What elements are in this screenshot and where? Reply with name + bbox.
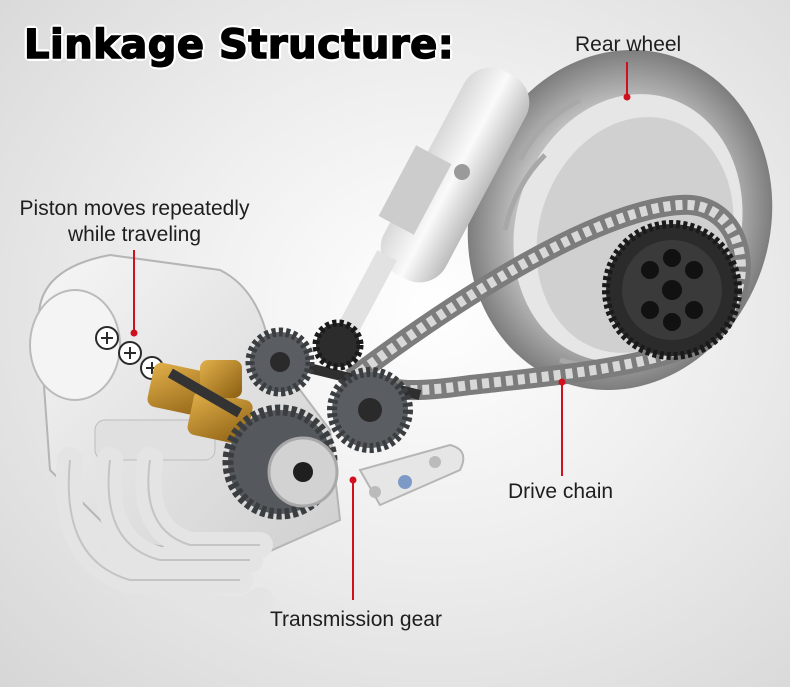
leader-lines [130, 62, 631, 600]
label-piston-line1: Piston moves repeatedly [19, 197, 250, 220]
frame-beam [358, 443, 465, 507]
rear-sprocket [602, 220, 742, 360]
transmission-gears [222, 319, 413, 520]
leader-dot-piston [130, 329, 138, 337]
label-piston: Piston moves repeatedly while traveling [12, 196, 257, 248]
page-title: Linkage Structure: [23, 21, 455, 69]
label-piston-line2: while traveling [67, 223, 202, 246]
label-drive-chain: Drive chain [508, 480, 614, 503]
label-rear-wheel: Rear wheel [575, 33, 682, 56]
leader-dot-rear-wheel [623, 93, 631, 101]
label-transmission-gear: Transmission gear [270, 608, 442, 631]
leader-dot-transmission-gear [349, 476, 357, 484]
shock-absorber [335, 67, 530, 340]
exhaust-pipe-outline [67, 459, 260, 581]
leader-dot-drive-chain [558, 378, 566, 386]
